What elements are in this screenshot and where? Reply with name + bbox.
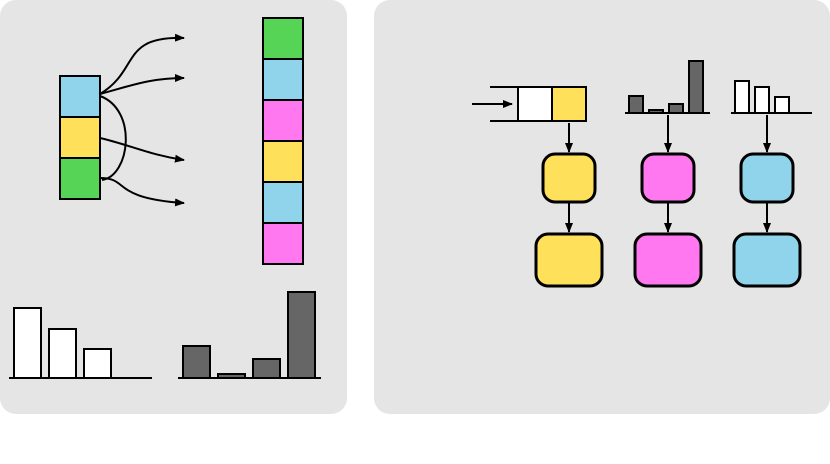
histogram-bar — [734, 80, 750, 114]
histogram-bar — [668, 103, 684, 114]
right-panel — [374, 0, 830, 414]
white-histogram — [9, 307, 152, 379]
source-stack-cell — [59, 75, 101, 118]
queue-cell — [551, 86, 587, 122]
target-stack-cell — [262, 140, 304, 183]
flow-node-small — [640, 152, 696, 204]
target-stack-cell — [262, 222, 304, 265]
shuffle-arrow-3 — [99, 137, 185, 163]
flow-node-small — [739, 152, 795, 204]
histogram-bar — [13, 307, 42, 379]
histogram-bar — [252, 358, 281, 379]
histogram-bar — [754, 86, 770, 114]
target-stack-cell — [262, 181, 304, 224]
target-stack-cell — [262, 99, 304, 142]
queue — [472, 86, 587, 122]
flow-node-large — [732, 232, 802, 288]
histogram-bar — [48, 328, 77, 379]
mini-gray-histogram — [625, 60, 710, 114]
target-stack — [262, 17, 304, 265]
source-stack — [59, 75, 101, 200]
mini-white-histogram — [731, 80, 812, 114]
flow-node-large — [633, 232, 703, 288]
gray-histogram — [178, 291, 321, 379]
histogram-bar — [628, 95, 644, 114]
source-stack-cell — [59, 157, 101, 200]
shuffle-arrow-2 — [99, 74, 185, 95]
queue-cell — [517, 86, 553, 122]
histogram-bar — [688, 60, 704, 114]
flow-node-large — [534, 232, 604, 288]
histogram-bar — [83, 348, 112, 379]
histogram-bar — [182, 345, 211, 379]
shuffle-arrows — [99, 33, 185, 207]
shuffle-arrow-5 — [99, 95, 127, 181]
histogram-bar — [774, 96, 790, 114]
histogram-bar — [287, 291, 316, 379]
flow-columns — [534, 115, 802, 288]
target-stack-cell — [262, 58, 304, 101]
shuffle-arrow-1 — [99, 33, 185, 95]
target-stack-cell — [262, 17, 304, 60]
flow-node-small — [541, 152, 597, 204]
source-stack-cell — [59, 116, 101, 159]
